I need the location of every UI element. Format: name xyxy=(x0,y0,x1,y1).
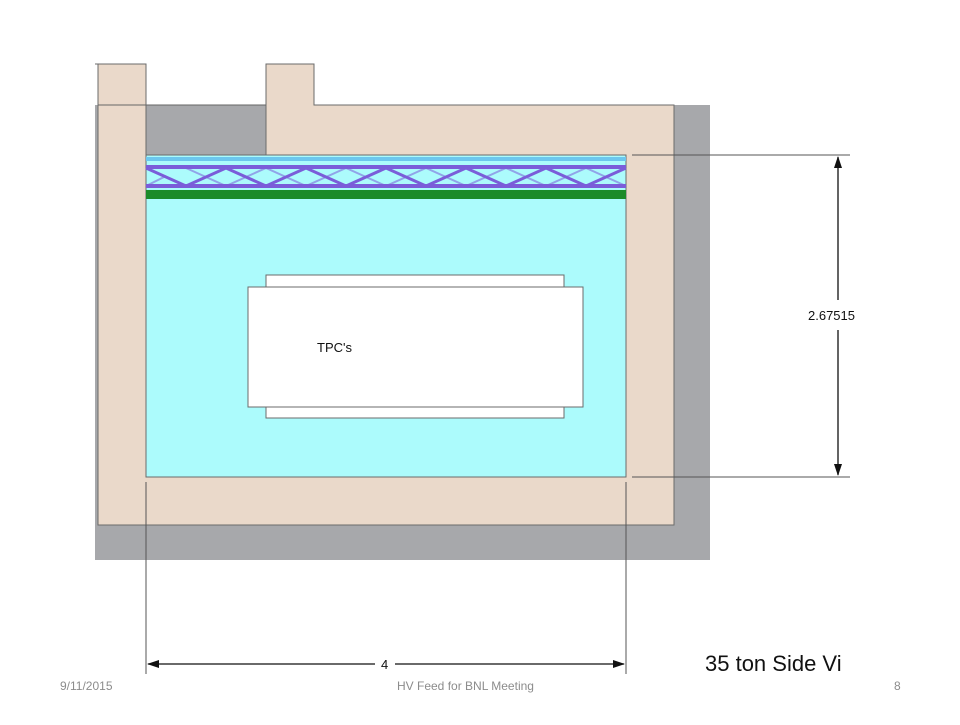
top-plate xyxy=(146,157,626,161)
tpc-front-box xyxy=(247,286,584,408)
truss-zigzag-inverse xyxy=(145,166,627,188)
footer-date: 9/11/2015 xyxy=(60,679,113,693)
view-title: 35 ton Side Vi xyxy=(705,651,842,676)
footer-title: HV Feed for BNL Meeting xyxy=(397,679,534,693)
truss-zigzag xyxy=(145,166,627,188)
height-dimension-label: 2.67515 xyxy=(808,308,855,323)
right-clip-mask xyxy=(860,0,960,720)
footer-page-number: 8 xyxy=(894,679,901,693)
tpc-label: TPC's xyxy=(317,340,352,355)
green-plane xyxy=(146,190,626,199)
right-clip-mask-title xyxy=(860,640,960,680)
width-dimension-label: 4 xyxy=(381,657,388,672)
